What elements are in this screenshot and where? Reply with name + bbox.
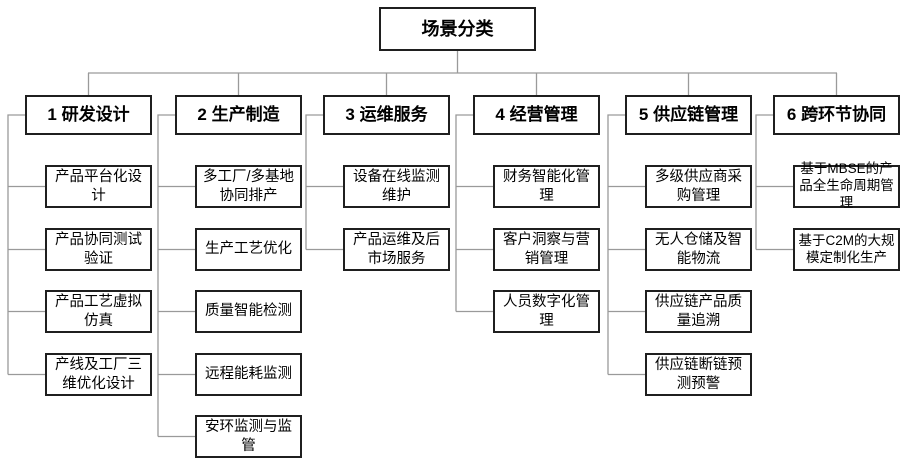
branch-6-child-1: 基于MBSE的产品全生命周期管理	[793, 161, 900, 210]
branch-2-child-4: 远程能耗监测	[195, 353, 302, 396]
branch-5-child-2: 无人仓储及智能物流	[645, 228, 752, 271]
branch-2-child-3: 质量智能检测	[195, 290, 302, 333]
branch-5-child-1: 多级供应商采购管理	[645, 165, 752, 208]
branch-5-spine	[607, 114, 645, 376]
branch-1-child-3: 产品工艺虚拟仿真	[45, 290, 152, 333]
branch-2-child-1: 多工厂/多基地协同排产	[195, 165, 302, 208]
branch-header-operation-service: 3 运维服务	[323, 95, 450, 135]
branch-4-child-2: 客户洞察与营销管理	[493, 228, 600, 271]
branch-2-spine	[157, 114, 195, 438]
root-to-branches-connector	[87, 51, 838, 95]
branch-4-spine	[455, 114, 493, 313]
root-node: 场景分类	[379, 7, 536, 51]
branch-header-business-management: 4 经营管理	[473, 95, 600, 135]
branch-6-child-2: 基于C2M的大规模定制化生产	[793, 228, 900, 271]
branch-2-child-5: 安环监测与监管	[195, 415, 302, 458]
branch-header-cross-link-collaboration: 6 跨环节协同	[773, 95, 900, 135]
branch-4-child-1: 财务智能化管理	[493, 165, 600, 208]
branch-1-child-4: 产线及工厂三维优化设计	[45, 353, 152, 396]
branch-header-manufacturing: 2 生产制造	[175, 95, 302, 135]
branch-1-child-2: 产品协同测试验证	[45, 228, 152, 271]
branch-1-child-1: 产品平台化设计	[45, 165, 152, 208]
branch-6-spine	[755, 114, 793, 251]
branch-header-rd-design: 1 研发设计	[25, 95, 152, 135]
branch-2-child-2: 生产工艺优化	[195, 228, 302, 271]
branch-5-child-3: 供应链产品质量追溯	[645, 290, 752, 333]
branch-3-child-2: 产品运维及后市场服务	[343, 228, 450, 271]
branch-3-spine	[305, 114, 343, 251]
branch-header-supply-chain: 5 供应链管理	[625, 95, 752, 135]
branch-1-spine	[7, 114, 45, 376]
branch-5-child-4: 供应链断链预测预警	[645, 353, 752, 396]
branch-4-child-3: 人员数字化管理	[493, 290, 600, 333]
branch-3-child-1: 设备在线监测维护	[343, 165, 450, 208]
